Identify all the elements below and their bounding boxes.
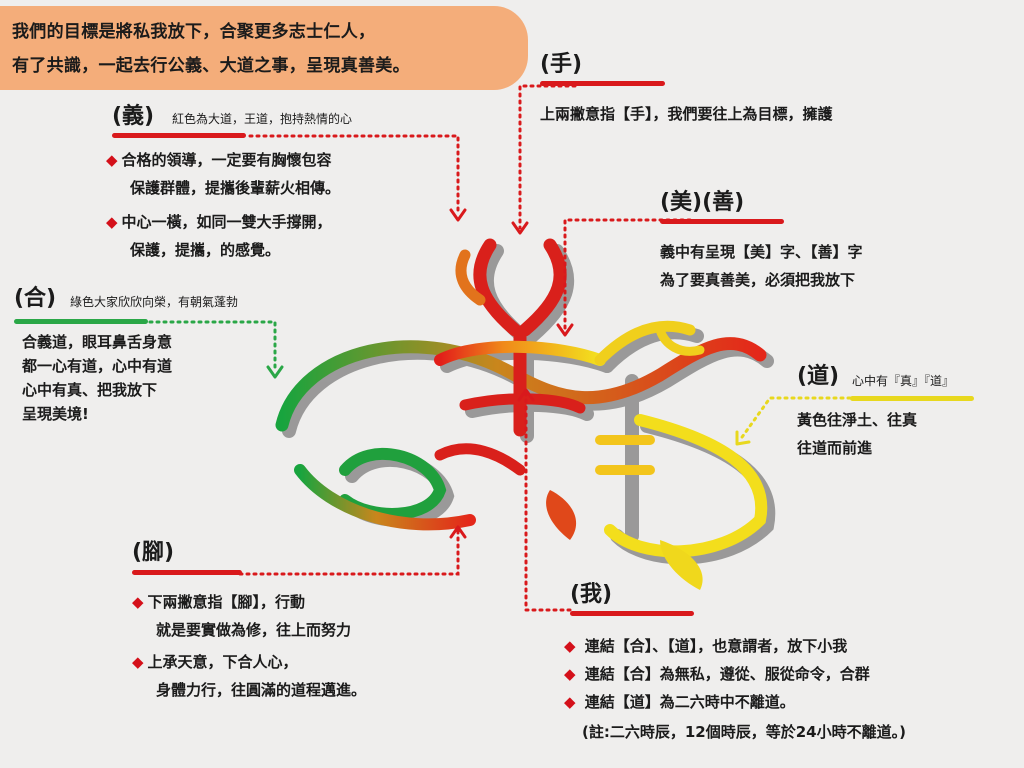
- jiao-bullet-2: ◆上承天意，下合人心， 身體力行，往圓滿的道程邁進。: [132, 648, 366, 704]
- shou-underline: [540, 81, 665, 86]
- dao-title: (道): [797, 364, 840, 389]
- jiao-bullet-2-line-2: 身體力行，往圓滿的道程邁進。: [156, 681, 367, 699]
- he-body: 合義道，眼耳鼻舌身意 都一心有道，心中有道 心中有真、把我放下 呈現美境!: [22, 330, 172, 426]
- wo-bullet-3-text: 連結【道】為二六時中不離道。: [584, 693, 795, 711]
- he-connector: [148, 320, 277, 374]
- header-banner: [0, 6, 528, 90]
- wo-title: (我): [570, 582, 613, 607]
- dao-subtitle: 心中有『真』『道』: [852, 374, 955, 388]
- diamond-bullet-icon: ◆: [132, 653, 144, 671]
- dao-underline: [850, 396, 974, 401]
- he-title: (合): [14, 286, 57, 311]
- he-subtitle: 綠色大家欣欣向榮，有朝氣蓬勃: [70, 295, 239, 309]
- shou-title: (手): [540, 52, 583, 77]
- green-bottom-curve: [294, 464, 476, 531]
- yi-bullet-2: ◆中心一橫，如同一雙大手撐開， 保護，提攜，的感覺。: [106, 208, 332, 264]
- right-foot-leaf: [660, 540, 703, 590]
- jiao-title: (腳): [132, 540, 175, 565]
- jiao-arrow-icon: [449, 525, 467, 539]
- yi-underline: [112, 133, 246, 138]
- yi-bullet-1-line-1: 合格的領導，一定要有胸懷包容: [121, 151, 332, 169]
- wo-underline: [570, 611, 694, 616]
- yi-connector: [248, 134, 460, 217]
- he-line-3: 心中有真、把我放下: [22, 381, 158, 399]
- yellow-loop-stroke: [604, 414, 768, 558]
- yi-bullet-1-line-2: 保護群體，提攜後輩薪火相傳。: [130, 179, 341, 197]
- wo-note: (註:二六時辰，12個時辰，等於24小時不離道。): [582, 723, 906, 741]
- diamond-bullet-icon: ◆: [564, 693, 576, 711]
- diamond-bullet-icon: ◆: [132, 593, 144, 611]
- right-hand-stroke: [518, 238, 567, 337]
- dao-connector: [738, 396, 852, 442]
- dao-line-1: 黃色往淨土、往真: [797, 411, 918, 429]
- wo-bullet-1: ◆ 連結【合】、【道】，也意謂者，放下小我: [564, 632, 847, 660]
- mei-line-2: 為了要真善美，必須把我放下: [660, 271, 856, 289]
- wo-bullet-2: ◆ 連結【合】為無私，遵從、服從命令，合群: [564, 660, 870, 688]
- he-line-4: 呈現美境!: [22, 405, 89, 423]
- wo-bullet-3: ◆ 連結【道】為二六時中不離道。: [564, 688, 795, 716]
- he-underline: [14, 319, 148, 324]
- yellow-horn-stroke: [655, 325, 705, 356]
- dao-line-2: 往道而前進: [797, 439, 873, 457]
- jiao-bullet-1-line-1: 下兩撇意指【腳】，行動: [147, 593, 306, 611]
- left-outer-hand-stroke: [455, 249, 486, 306]
- jiao-connector: [238, 528, 460, 576]
- yi-bullet-2-line-2: 保護，提攜，的感覺。: [130, 241, 281, 259]
- mei-underline: [660, 219, 784, 224]
- left-foot-leaf: [546, 490, 577, 540]
- yellow-top-stroke: [594, 320, 696, 366]
- he-arrow-icon: [266, 365, 284, 379]
- header-line-2: 有了共識，一起去行公義、大道之事，呈現真善美。: [12, 56, 410, 76]
- diamond-bullet-icon: ◆: [106, 151, 118, 169]
- header-line-1: 我們的目標是將私我放下，合聚更多志士仁人，: [12, 22, 376, 42]
- yi-subtitle: 紅色為大道，王道，抱持熱情的心: [172, 112, 353, 126]
- left-hand-stroke: [473, 238, 522, 337]
- jiao-underline: [132, 570, 242, 575]
- he-line-2: 都一心有道，心中有道: [22, 357, 173, 375]
- dao-arrow-icon: [735, 430, 751, 446]
- jiao-bullet-1-line-2: 就是要實做為修，往上而努力: [156, 621, 352, 639]
- shou-arrow-icon: [511, 221, 529, 235]
- yi-bullet-1: ◆合格的領導，一定要有胸懷包容 保護群體，提攜後輩薪火相傳。: [106, 146, 340, 202]
- mei-arrow-icon: [556, 323, 574, 337]
- wo-bullet-2-text: 連結【合】為無私，遵從、服從命令，合群: [584, 665, 870, 683]
- middle-horizontal-stroke: [434, 340, 606, 366]
- yi-arrow-icon: [449, 208, 467, 222]
- jiao-bullet-2-line-1: 上承天意，下合人心，: [147, 653, 298, 671]
- wo-arrow-icon: [517, 388, 535, 402]
- shou-connector: [518, 84, 577, 230]
- yi-bullet-2-line-1: 中心一橫，如同一雙大手撐開，: [121, 213, 332, 231]
- diamond-bullet-icon: ◆: [564, 665, 576, 683]
- diamond-bullet-icon: ◆: [106, 213, 118, 231]
- red-loop-stroke: [434, 443, 526, 476]
- mei-connector: [563, 218, 692, 332]
- wo-bullet-1-text: 連結【合】、【道】，也意謂者，放下小我: [584, 637, 848, 655]
- shou-body: 上兩撇意指【手】，我們要往上為目標，擁護: [540, 105, 833, 123]
- mei-title: (美)(善): [660, 190, 745, 215]
- mei-line-1: 義中有呈現【美】字、【善】字: [660, 243, 863, 261]
- yi-title: (義): [112, 104, 155, 129]
- he-line-1: 合義道，眼耳鼻舌身意: [22, 333, 173, 351]
- diamond-bullet-icon: ◆: [564, 637, 576, 655]
- wo-connector: [524, 391, 572, 612]
- jiao-bullet-1: ◆下兩撇意指【腳】，行動 就是要實做為修，往上而努力: [132, 588, 351, 644]
